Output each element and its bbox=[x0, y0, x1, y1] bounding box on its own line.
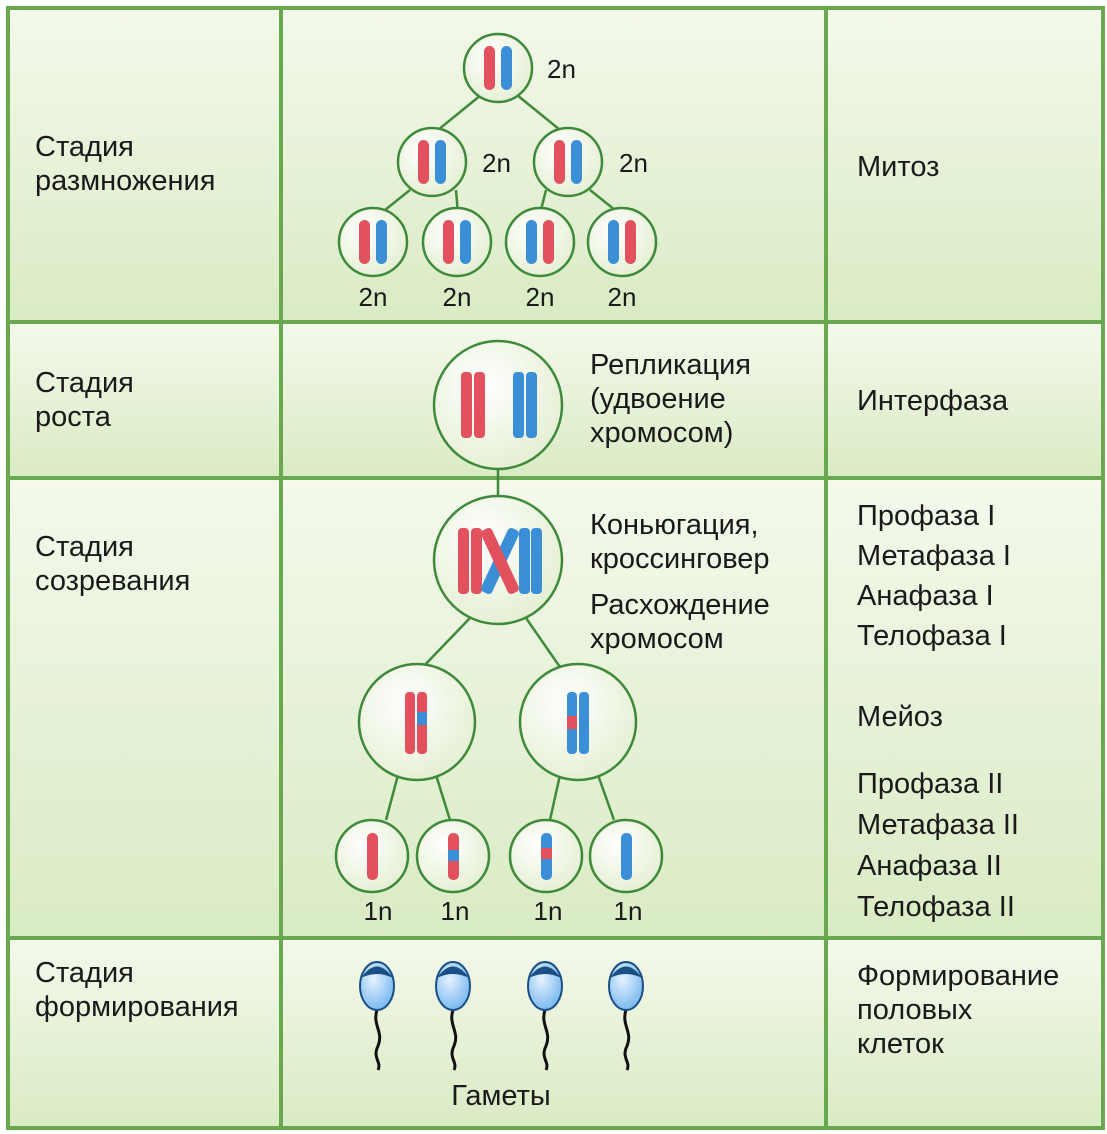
cell-2n-bottom-2 bbox=[423, 208, 491, 276]
ploidy-label: 2n bbox=[482, 148, 511, 178]
ploidy-label: 2n bbox=[359, 282, 388, 312]
ploidy-label: 2n bbox=[608, 282, 637, 312]
haploid-cell-4 bbox=[590, 820, 662, 892]
haploid-cell-3 bbox=[510, 820, 582, 892]
process-label-telophase-2: Телофаза II bbox=[857, 891, 1015, 923]
ploidy-label: 2n bbox=[526, 282, 555, 312]
process-label-mitosis: Митоз bbox=[857, 151, 939, 183]
cell-2n-bottom-4 bbox=[588, 208, 656, 276]
cell-2n-bottom-3 bbox=[506, 208, 574, 276]
process-label-metaphase-1: Метафаза I bbox=[857, 540, 1011, 572]
ploidy-label: 1n bbox=[614, 896, 643, 926]
process-label-prophase-1: Профаза I bbox=[857, 500, 995, 532]
process-label-anaphase-1: Анафаза I bbox=[857, 580, 994, 612]
ploidy-label: 1n bbox=[534, 896, 563, 926]
ploidy-label: 2n bbox=[443, 282, 472, 312]
process-label-telophase-1: Телофаза I bbox=[857, 620, 1007, 652]
replication-cell bbox=[434, 341, 562, 469]
haploid-cell-1 bbox=[336, 820, 408, 892]
process-label-anaphase-2: Анафаза II bbox=[857, 850, 1002, 882]
cell-2n-right bbox=[534, 128, 602, 196]
ploidy-label: 1n bbox=[441, 896, 470, 926]
process-label-interphase: Интерфаза bbox=[857, 385, 1009, 417]
process-label-prophase-2: Профаза II bbox=[857, 768, 1003, 800]
ploidy-label: 2n bbox=[619, 148, 648, 178]
ploidy-label: 1n bbox=[364, 896, 393, 926]
process-label-metaphase-2: Метафаза II bbox=[857, 809, 1019, 841]
gametes-caption: Гаметы bbox=[451, 1080, 550, 1112]
meiosis-1-cell-left bbox=[359, 664, 475, 780]
cell-2n-top bbox=[464, 34, 532, 102]
conjugation-cell bbox=[434, 496, 562, 624]
process-label-meiosis: Мейоз bbox=[857, 701, 943, 733]
meiosis-1-cell-right bbox=[520, 664, 636, 780]
haploid-cell-2 bbox=[417, 820, 489, 892]
ploidy-label: 2n bbox=[547, 54, 576, 84]
cell-2n-left bbox=[398, 128, 466, 196]
cell-2n-bottom-1 bbox=[339, 208, 407, 276]
